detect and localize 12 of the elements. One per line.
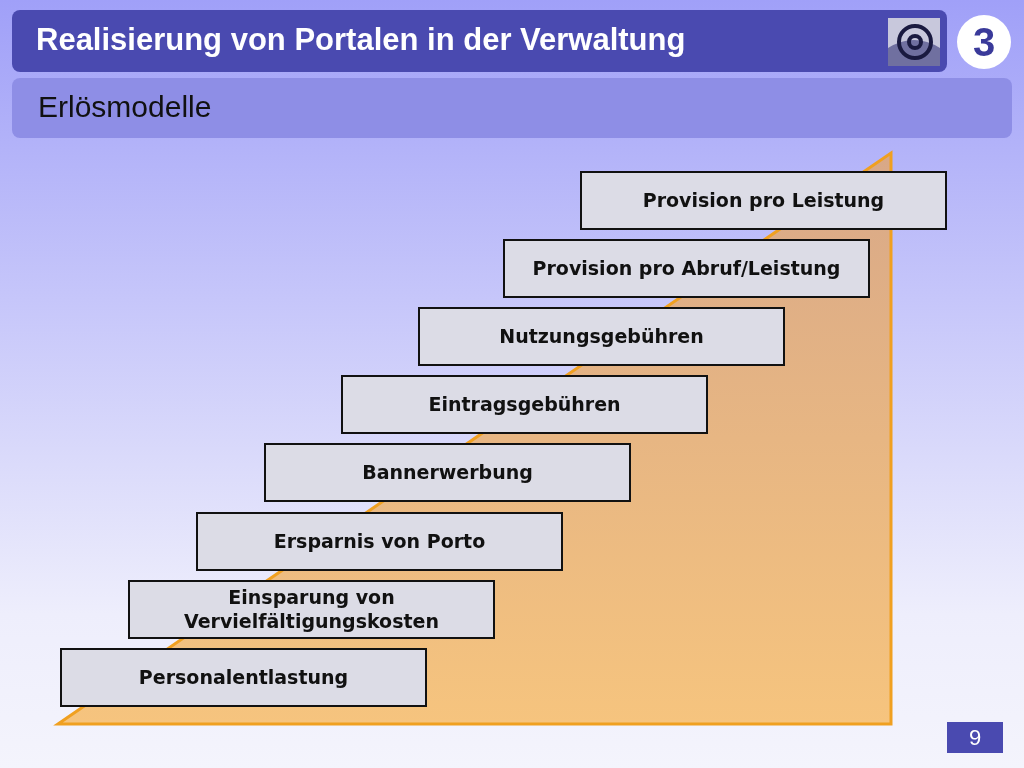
step-box: Provision pro Abruf/Leistung bbox=[503, 239, 870, 298]
step-box: Ersparnis von Porto bbox=[196, 512, 563, 571]
slide-subtitle: Erlösmodelle bbox=[38, 90, 212, 124]
step-box: Bannerwerbung bbox=[264, 443, 631, 502]
step-box: Eintragsgebühren bbox=[341, 375, 708, 434]
step-box: Nutzungsgebühren bbox=[418, 307, 785, 366]
step-box: Personalentlastung bbox=[60, 648, 427, 707]
slide-title: Realisierung von Portalen in der Verwaltung bbox=[36, 22, 686, 58]
chapter-number: 3 bbox=[957, 15, 1011, 69]
step-box: Provision pro Leistung bbox=[580, 171, 947, 230]
page-number: 9 bbox=[947, 722, 1003, 753]
step-box: Einsparung von Vervielfältigungskosten bbox=[128, 580, 495, 639]
